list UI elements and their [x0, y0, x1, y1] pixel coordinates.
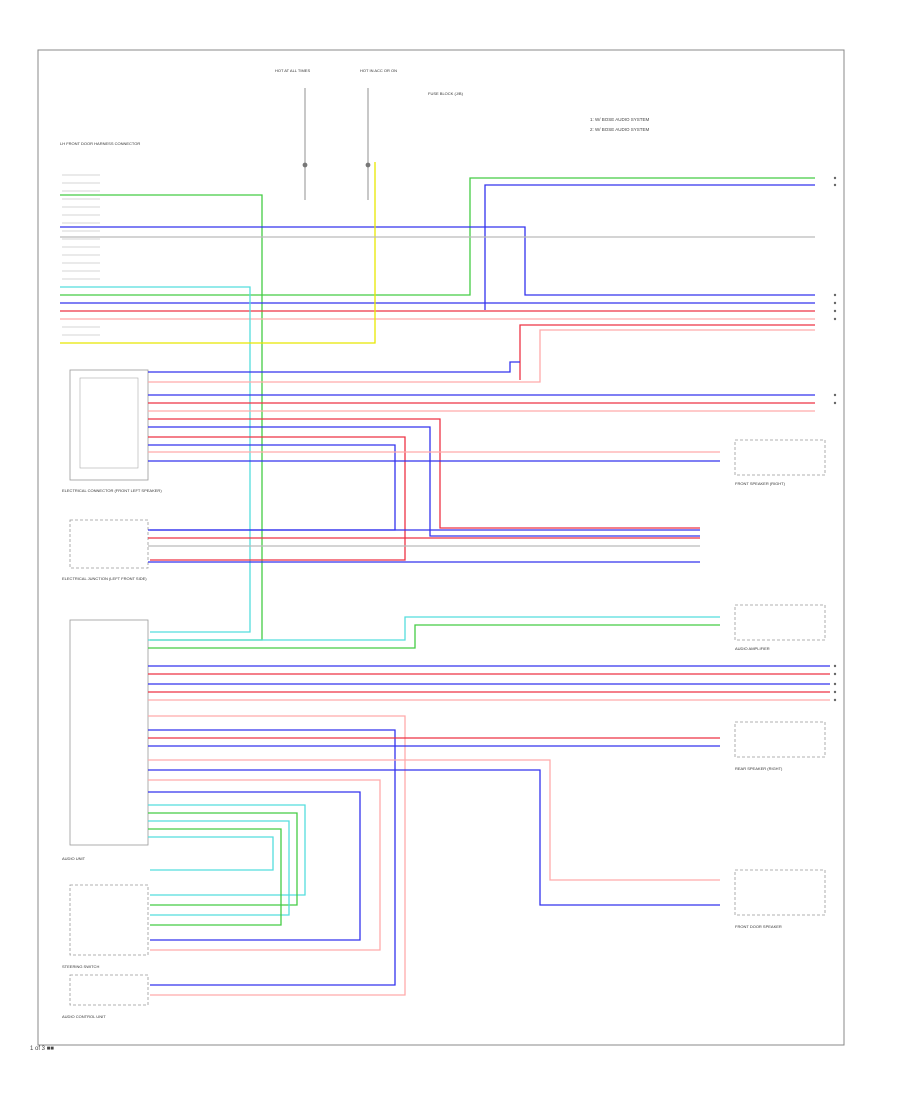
wires-audio-unit [148, 616, 830, 996]
wires-mid-1 [148, 329, 815, 561]
bose-amp: AUDIO AMPLIFIER [734, 604, 826, 651]
rear-right-speaker: REAR SPEAKER (RIGHT) [734, 721, 826, 771]
fuse-labels: HOT AT ALL TIMES HOT IN ACC OR ON FUSE B… [275, 68, 464, 96]
audio-unit-label: AUDIO UNIT [62, 856, 86, 861]
fuse-label-hot-acc: HOT IN ACC OR ON [360, 68, 397, 73]
front-right-speaker: FRONT SPEAKER (RIGHT) [734, 439, 826, 486]
wires-top [60, 162, 815, 641]
front-right-speaker-label: FRONT SPEAKER (RIGHT) [735, 481, 786, 486]
front-left-speaker-label: ELECTRICAL CONNECTOR (FRONT LEFT SPEAKER… [62, 488, 162, 493]
front-left-speaker-connector: ELECTRICAL CONNECTOR (FRONT LEFT SPEAKER… [62, 369, 162, 493]
edge-terminals [833, 176, 837, 702]
legend: 1: W/ BOSE AUDIO SYSTEM 2: W/ BOSE AUDIO… [590, 117, 650, 132]
steering-control: STEERING SWITCH [62, 884, 149, 969]
rear-right-speaker-label: REAR SPEAKER (RIGHT) [735, 766, 783, 771]
left-door-harness-label: LH FRONT DOOR HARNESS CONNECTOR [60, 141, 140, 146]
left-door-harness: LH FRONT DOOR HARNESS CONNECTOR [60, 141, 140, 344]
bose-control: AUDIO CONTROL UNIT [62, 974, 149, 1019]
wires-junction [148, 529, 700, 563]
fuse-label-hot-always: HOT AT ALL TIMES [275, 68, 310, 73]
bose-control-label: AUDIO CONTROL UNIT [62, 1014, 106, 1019]
fuse-box-label: FUSE BLOCK (J/B) [428, 91, 464, 96]
diagram-frame [37, 49, 845, 1046]
electrical-junction-label: ELECTRICAL JUNCTION (LEFT FRONT SIDE) [62, 576, 147, 581]
fuse-drops [302, 88, 371, 200]
audio-unit: AUDIO UNIT [62, 619, 149, 861]
bose-amp-label: AUDIO AMPLIFIER [735, 646, 770, 651]
legend-item-2: 2: W/ BOSE AUDIO SYSTEM [590, 127, 650, 132]
front-door-speaker: FRONT DOOR SPEAKER [734, 869, 826, 929]
steering-control-label: STEERING SWITCH [62, 964, 99, 969]
electrical-junction: ELECTRICAL JUNCTION (LEFT FRONT SIDE) [62, 519, 149, 581]
front-door-speaker-label: FRONT DOOR SPEAKER [735, 924, 782, 929]
legend-item-1: 1: W/ BOSE AUDIO SYSTEM [590, 117, 650, 122]
footer-code: 1 of 3 ■■ [30, 1046, 54, 1052]
